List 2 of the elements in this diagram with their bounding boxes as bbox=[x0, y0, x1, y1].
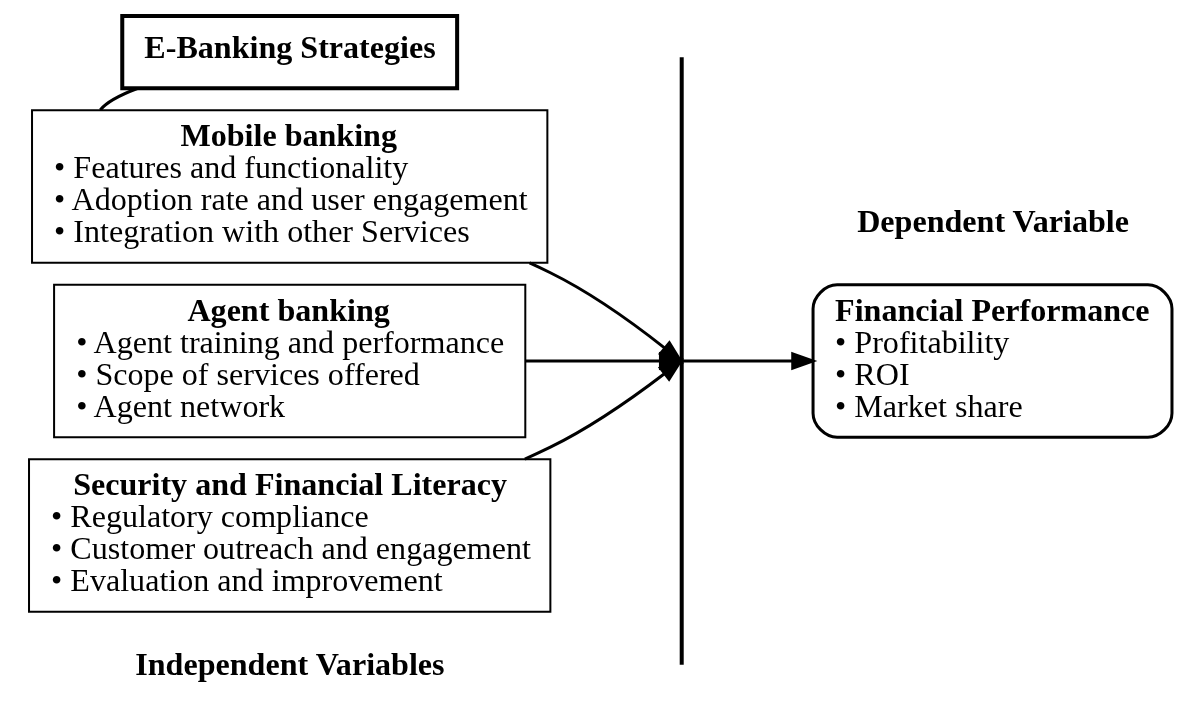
label: Independent Variables bbox=[134, 646, 445, 683]
label: Dependent Variable bbox=[856, 203, 1129, 240]
